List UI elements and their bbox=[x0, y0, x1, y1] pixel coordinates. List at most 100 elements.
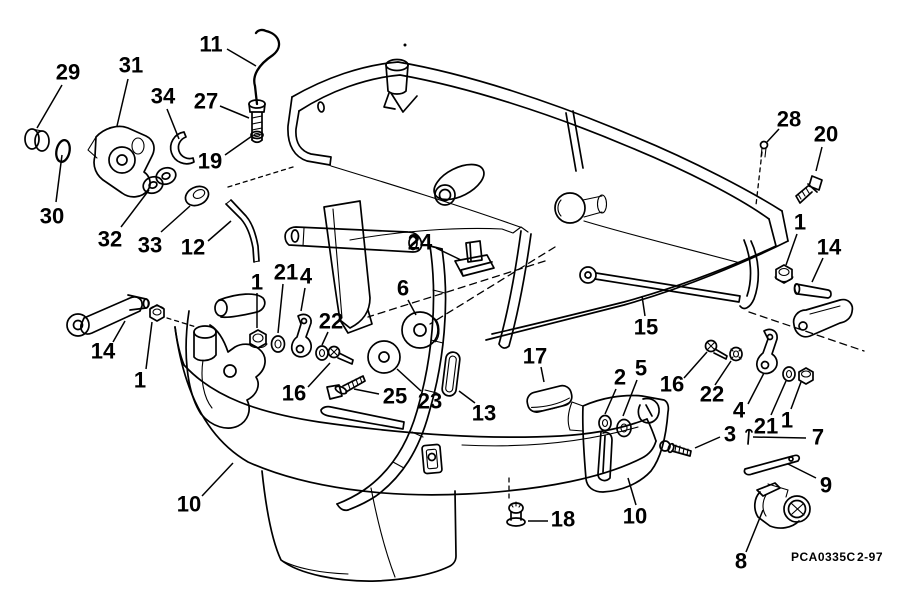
callout-leader-32 bbox=[120, 189, 150, 228]
part-4-left-cam bbox=[290, 313, 312, 358]
callout-leader-4 bbox=[747, 372, 765, 405]
callout-leader-2 bbox=[604, 388, 617, 415]
callout-leader-1 bbox=[785, 233, 798, 266]
part-13-clip bbox=[441, 351, 461, 397]
callout-label-28: 28 bbox=[777, 107, 801, 132]
cover-openings bbox=[433, 163, 608, 224]
callout-label-6: 6 bbox=[397, 276, 409, 301]
interior-rolled-bar bbox=[284, 226, 423, 253]
callout-label-3: 3 bbox=[724, 422, 736, 447]
callout-leader-21 bbox=[277, 283, 284, 334]
part-1-left-nut-a bbox=[149, 304, 165, 322]
bulkhead-edge bbox=[498, 230, 532, 349]
callout-label-8: 8 bbox=[735, 549, 747, 574]
part-4-right-cam bbox=[755, 328, 778, 375]
callout-leader-10 bbox=[201, 462, 234, 497]
callout-leader-8 bbox=[745, 509, 764, 553]
footer-revision-date: 2-97 bbox=[857, 550, 883, 564]
callout-label-20: 20 bbox=[814, 122, 838, 147]
callout-leader-21 bbox=[770, 380, 787, 416]
linkage-rod bbox=[349, 226, 529, 241]
alignment-dashes bbox=[166, 151, 865, 503]
part-2-washer bbox=[598, 414, 612, 432]
callout-leader-14 bbox=[811, 257, 824, 283]
callout-leader-5 bbox=[622, 379, 638, 417]
callout-label-14: 14 bbox=[91, 339, 116, 364]
callout-leader-6 bbox=[407, 299, 417, 316]
part-1-right-nut-b bbox=[798, 367, 814, 385]
part-16-left-screw bbox=[327, 345, 354, 365]
part-17-plug bbox=[526, 384, 573, 413]
part-8-lock-latch bbox=[754, 482, 811, 529]
callout-label-24: 24 bbox=[408, 230, 433, 255]
callout-leader-25 bbox=[353, 388, 380, 395]
callout-label-33: 33 bbox=[138, 233, 162, 258]
callout-leader-19 bbox=[224, 135, 253, 156]
part-30-o-ring bbox=[55, 139, 71, 163]
part-14-left-lever bbox=[66, 294, 150, 337]
callout-label-22: 22 bbox=[700, 382, 724, 407]
callout-label-25: 25 bbox=[383, 384, 407, 409]
callout-leader-24 bbox=[435, 247, 462, 261]
part-21-right-washer bbox=[782, 366, 796, 382]
part-23-grommet bbox=[367, 340, 401, 374]
callout-leader-9 bbox=[787, 463, 817, 479]
callout-leader-28 bbox=[766, 128, 780, 143]
callout-label-7: 7 bbox=[812, 425, 824, 450]
callout-leader-34 bbox=[166, 108, 180, 140]
callout-label-9: 9 bbox=[820, 473, 832, 498]
callout-leader-27 bbox=[219, 105, 250, 119]
callout-leader-14 bbox=[112, 320, 126, 343]
callout-leader-4 bbox=[300, 287, 306, 312]
callout-leader-1 bbox=[145, 321, 153, 370]
shift-bracket bbox=[185, 293, 266, 429]
callout-leader-31 bbox=[116, 78, 129, 127]
part-18-pin bbox=[506, 501, 526, 527]
top-rim-clamp bbox=[383, 58, 418, 113]
callout-leader-33 bbox=[160, 205, 191, 233]
corner-channel bbox=[739, 239, 760, 310]
part-7-pin bbox=[745, 428, 753, 445]
callout-label-19: 19 bbox=[198, 149, 222, 174]
callout-leader-16 bbox=[307, 362, 331, 388]
callout-label-17: 17 bbox=[523, 344, 547, 369]
callout-label-11: 11 bbox=[199, 32, 222, 57]
callout-label-12: 12 bbox=[181, 235, 205, 260]
callout-leader-23 bbox=[396, 368, 422, 392]
upper-cover bbox=[287, 43, 789, 341]
part-29-clip bbox=[24, 128, 50, 152]
callout-label-18: 18 bbox=[551, 507, 575, 532]
part-6-grommet bbox=[401, 311, 440, 349]
part-11-link-wire bbox=[253, 28, 281, 106]
callout-leader-16 bbox=[683, 351, 708, 379]
callout-leader-3 bbox=[694, 436, 721, 449]
part-15-rod bbox=[579, 266, 741, 303]
callout-label-10: 10 bbox=[623, 504, 647, 529]
callout-leader-29 bbox=[36, 84, 63, 129]
part-12-tube bbox=[225, 199, 260, 263]
callout-label-21: 21 bbox=[274, 260, 298, 285]
callout-leader-11 bbox=[226, 48, 257, 67]
callout-label-4: 4 bbox=[300, 264, 313, 289]
part-5-washer bbox=[616, 418, 632, 438]
part-22-left-washer bbox=[315, 345, 329, 361]
callout-label-5: 5 bbox=[635, 356, 647, 381]
callout-leader-17 bbox=[540, 366, 545, 383]
callout-label-15: 15 bbox=[634, 315, 658, 340]
callout-label-27: 27 bbox=[194, 89, 218, 114]
part-21-left-washer bbox=[270, 335, 286, 353]
part-34-retainer-ring bbox=[169, 131, 195, 165]
callout-leader-20 bbox=[815, 146, 823, 172]
callout-label-16: 16 bbox=[660, 372, 684, 397]
callout-label-31: 31 bbox=[119, 53, 143, 78]
callout-label-1: 1 bbox=[781, 408, 793, 433]
callout-leader-30 bbox=[55, 154, 63, 203]
part-1-left-nut-b bbox=[248, 329, 268, 349]
callout-label-13: 13 bbox=[472, 401, 496, 426]
front-seam-channel bbox=[336, 245, 447, 512]
part-27-vent-screw bbox=[248, 99, 266, 144]
lower-cover bbox=[174, 326, 657, 496]
